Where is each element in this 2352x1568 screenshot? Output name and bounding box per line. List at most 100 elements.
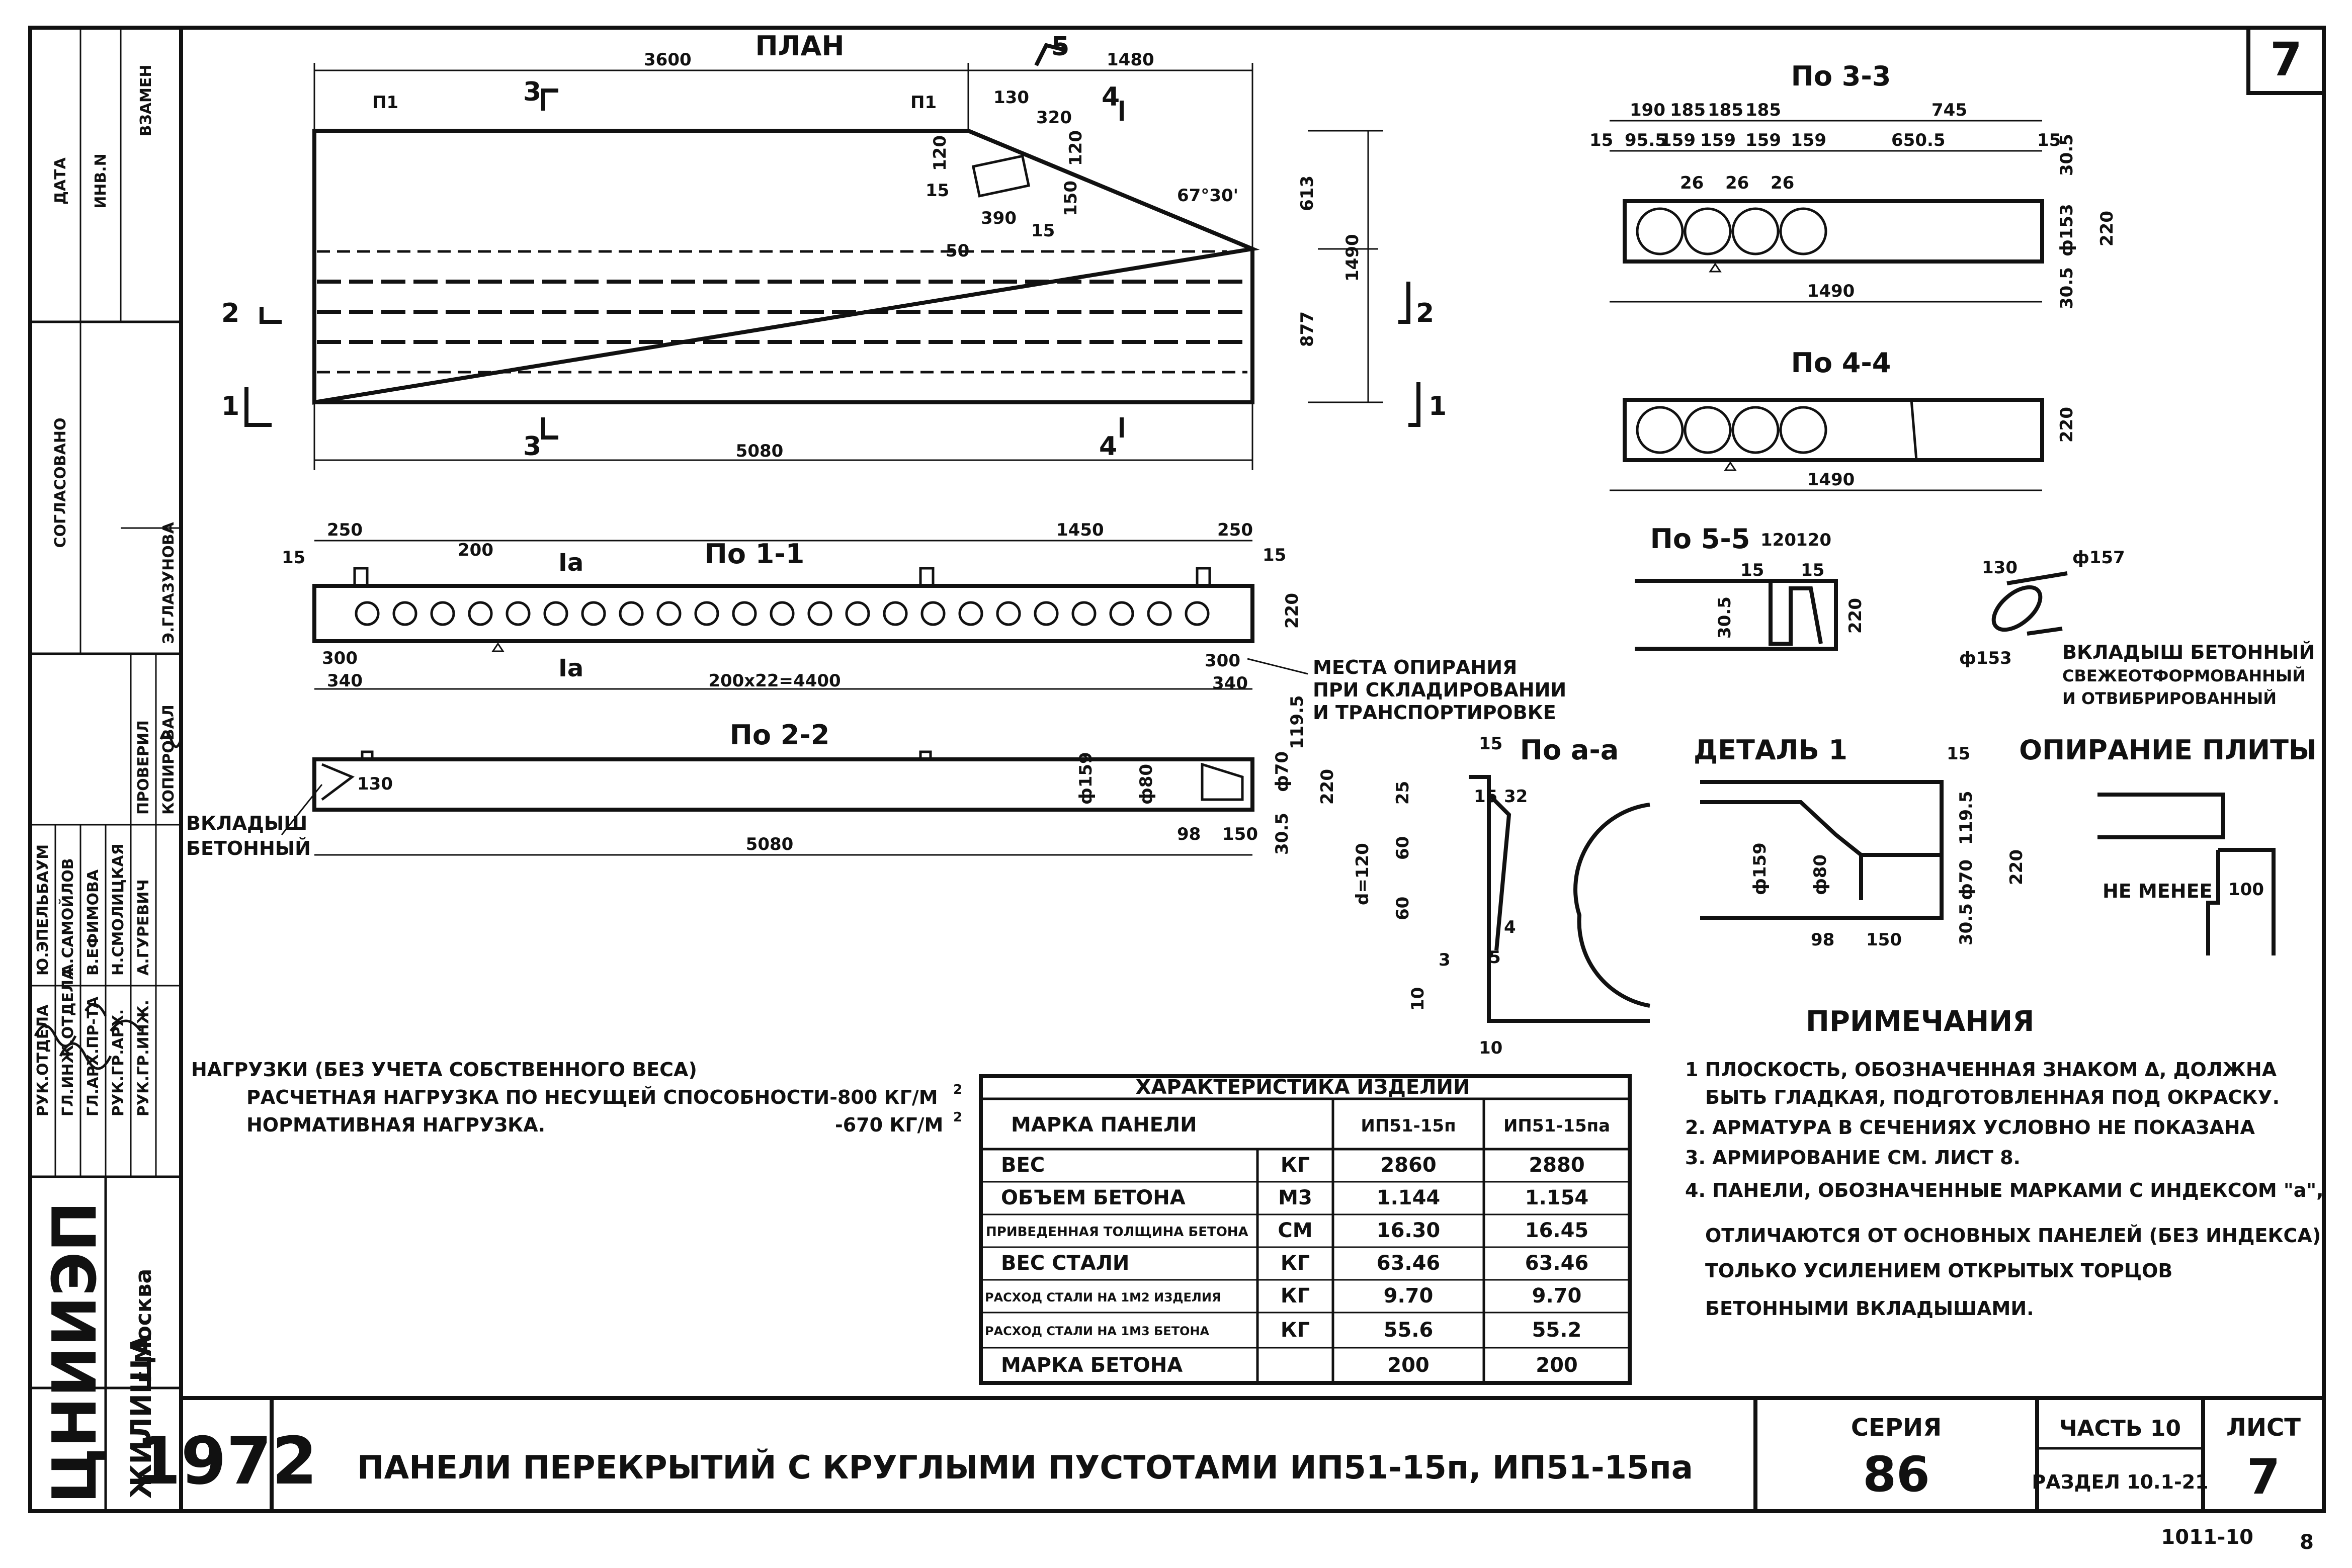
slab-support: ОПИРАНИЕ ПЛИТЫ НЕ МЕНЕЕ 100 xyxy=(2019,734,2317,955)
s11-mark-ia-bottom: Iа xyxy=(558,654,583,682)
loads-title: НАГРУЗКИ (БЕЗ УЧЕТА СОБСТВЕННОГО ВЕСА) xyxy=(191,1059,697,1081)
s44-dim-1490: 1490 xyxy=(1807,470,1855,490)
org-name: ЖИЛИЩА xyxy=(125,1334,158,1499)
row-5-label: РАСХОД СТАЛИ НА 1М2 ИЗДЕЛИЯ xyxy=(985,1290,1221,1304)
section-4-4: По 4-4 220 1490 xyxy=(1610,347,2077,491)
s33-dim-26b: 26 xyxy=(1725,173,1749,193)
section-5-5: По 5-5 15 120 120 15 30.5 220 xyxy=(1635,523,1866,651)
s11-dim-15a: 15 xyxy=(282,548,305,568)
section-label: РАЗДЕЛ 10.1-21 xyxy=(2032,1471,2208,1493)
signature-scribbles xyxy=(34,730,183,1070)
s33-dim-185a: 185 xyxy=(1670,100,1706,120)
section-2-2: По 2-2 5080 130 ф159 ф80 ф70 119.5 220 3… xyxy=(186,695,1337,859)
s55-dim-120a: 120 xyxy=(1760,530,1796,550)
detail-title: ДЕТАЛЬ 1 xyxy=(1694,734,1847,766)
replace-label: ВЗАМЕН xyxy=(137,65,155,137)
s22-dim-5080: 5080 xyxy=(746,834,794,854)
s55-dim-220: 220 xyxy=(1845,598,1866,634)
notes-block: ПРИМЕЧАНИЯ 1 ПЛОСКОСТЬ, ОБОЗНАЧЕННАЯ ЗНА… xyxy=(1685,1005,2324,1320)
s55-dim-15b: 15 xyxy=(1801,560,1824,580)
s11-dim-340a: 340 xyxy=(327,671,363,691)
support-title: ОПИРАНИЕ ПЛИТЫ xyxy=(2019,734,2317,766)
name-3: В.ЕФИМОВА xyxy=(85,869,102,976)
detail-dim-305: 30.5 xyxy=(1956,903,1976,945)
row-5-v2: 9.70 xyxy=(1532,1284,1582,1308)
detail-dim-159: ф159 xyxy=(1750,842,1770,895)
s22-dim-159: ф159 xyxy=(1076,752,1096,805)
saa-dim-4: 4 xyxy=(1504,917,1516,937)
support-min-label: НЕ МЕНЕЕ xyxy=(2103,880,2212,902)
s11-dim-300b: 300 xyxy=(1205,651,1240,671)
plan-mark-4-top: 4 xyxy=(1102,82,1120,112)
loads-block: НАГРУЗКИ (БЕЗ УЧЕТА СОБСТВЕННОГО ВЕСА) Р… xyxy=(191,1059,962,1136)
table-row: ВЕС СТАЛИ КГ 63.46 63.46 xyxy=(1001,1252,1588,1275)
plan-dim-320: 320 xyxy=(1036,108,1072,128)
row-6-unit: КГ xyxy=(1281,1319,1310,1342)
plan-dim-1490: 1490 xyxy=(1342,234,1363,282)
row-6-v1: 55.6 xyxy=(1384,1319,1434,1342)
s33-dim-955: 95.5 xyxy=(1625,130,1667,150)
footer-num: 8 xyxy=(2300,1531,2314,1554)
role-4: РУК.ГР.АРХ. xyxy=(110,1009,127,1116)
plug-dim-130: 130 xyxy=(1982,558,2018,578)
saa-dim-15b: 15 xyxy=(1474,787,1497,807)
plug-text-3: И ОТВИБРИРОВАННЫЙ xyxy=(2062,689,2277,708)
table-row: ВЕС КГ 2860 2880 xyxy=(1001,1154,1585,1177)
org-logo: ЦНИИЭП xyxy=(40,1201,110,1504)
s33-dim-6505: 650.5 xyxy=(1891,130,1946,150)
s33-dim-153: ф153 xyxy=(2057,204,2077,256)
row-7-label: МАРКА БЕТОНА xyxy=(1001,1354,1183,1377)
role-3: ГЛ.АРХ.ПР-ТА xyxy=(85,996,102,1116)
row-1-unit: КГ xyxy=(1281,1154,1310,1177)
s33-dim-305b: 30.5 xyxy=(2057,267,2077,309)
loads-calc: РАСЧЕТНАЯ НАГРУЗКА ПО НЕСУЩЕЙ СПОСОБНОСТ… xyxy=(246,1086,938,1108)
saa-title: По а-а xyxy=(1520,734,1619,766)
table-row: РАСХОД СТАЛИ НА 1М2 ИЗДЕЛИЯ КГ 9.70 9.70 xyxy=(985,1284,1581,1308)
s33-dim-159b: 159 xyxy=(1700,130,1736,150)
s33-dim-15a: 15 xyxy=(1589,130,1613,150)
plan-dim-1480: 1480 xyxy=(1107,50,1154,70)
plan-dim-50: 50 xyxy=(946,241,969,261)
s33-dim-185b: 185 xyxy=(1708,100,1743,120)
inv-label: ИНВ.N xyxy=(92,153,110,209)
detail-dim-150: 150 xyxy=(1866,930,1902,950)
note-line-4: 3. АРМИРОВАНИЕ СМ. ЛИСТ 8. xyxy=(1685,1147,2021,1169)
section-3-3: По 3-3 190 185 185 185 745 15 95.5 159 1… xyxy=(1589,60,2117,309)
saa-dim-d120: d=120 xyxy=(1353,843,1373,905)
s11-dim-340b: 340 xyxy=(1212,673,1248,693)
s33-dim-190: 190 xyxy=(1630,100,1665,120)
plan-dim-15a: 15 xyxy=(926,181,949,201)
s33-title: По 3-3 xyxy=(1791,60,1891,92)
plug-text-1: ВКЛАДЫШ БЕТОННЫЙ xyxy=(2062,641,2315,663)
s11-dim-1450: 1450 xyxy=(1056,520,1104,540)
row-6-v2: 55.2 xyxy=(1532,1319,1582,1342)
plan-view: ПЛАН 3600 1480 5080 613 877 1490 130 320… xyxy=(221,30,1447,470)
row-1-label: ВЕС xyxy=(1001,1154,1045,1177)
saa-dim-10a: 10 xyxy=(1408,987,1428,1011)
table-row: ПРИВЕДЕННАЯ ТОЛЩИНА БЕТОНА СМ 16.30 16.4… xyxy=(986,1219,1588,1242)
detail-1: ДЕТАЛЬ 1 15 ф159 ф80 ф70 119.5 220 30.5 … xyxy=(1694,734,2027,950)
s33-dim-159d: 159 xyxy=(1791,130,1826,150)
s33-dim-15b: 15 xyxy=(2037,130,2061,150)
s11-dim-4400: 200x22=4400 xyxy=(708,671,841,691)
role-1: РУК.ОТДЕЛА xyxy=(34,1004,52,1116)
s11-dim-300a: 300 xyxy=(322,648,358,668)
s22-dim-150: 150 xyxy=(1222,824,1258,844)
detail-dim-1195: 119.5 xyxy=(1956,791,1976,845)
plan-mark-4-bottom: 4 xyxy=(1099,431,1117,462)
name-5: А.ГУРЕВИЧ xyxy=(135,879,152,976)
s33-dim-185c: 185 xyxy=(1745,100,1781,120)
s22-insert-2: БЕТОННЫЙ xyxy=(186,837,311,859)
saa-dim-25: 25 xyxy=(1393,781,1413,805)
row-2-unit: М3 xyxy=(1278,1186,1312,1209)
row-3-v2: 16.45 xyxy=(1525,1219,1589,1242)
org-city: г.Москва xyxy=(131,1269,156,1383)
name-1: Ю.ЭПЕЛЬБАУМ xyxy=(34,844,52,976)
row-1-v2: 2880 xyxy=(1529,1154,1584,1177)
row-4-unit: КГ xyxy=(1281,1252,1310,1275)
row-2-v2: 1.154 xyxy=(1525,1186,1589,1209)
note-line-3: 2. АРМАТУРА В СЕЧЕНИЯХ УСЛОВНО НЕ ПОКАЗА… xyxy=(1685,1116,2255,1139)
detail-dim-80: ф80 xyxy=(1810,854,1830,895)
note-line-1: 1 ПЛОСКОСТЬ, ОБОЗНАЧЕННАЯ ЗНАКОМ Δ, ДОЛЖ… xyxy=(1685,1059,2277,1081)
